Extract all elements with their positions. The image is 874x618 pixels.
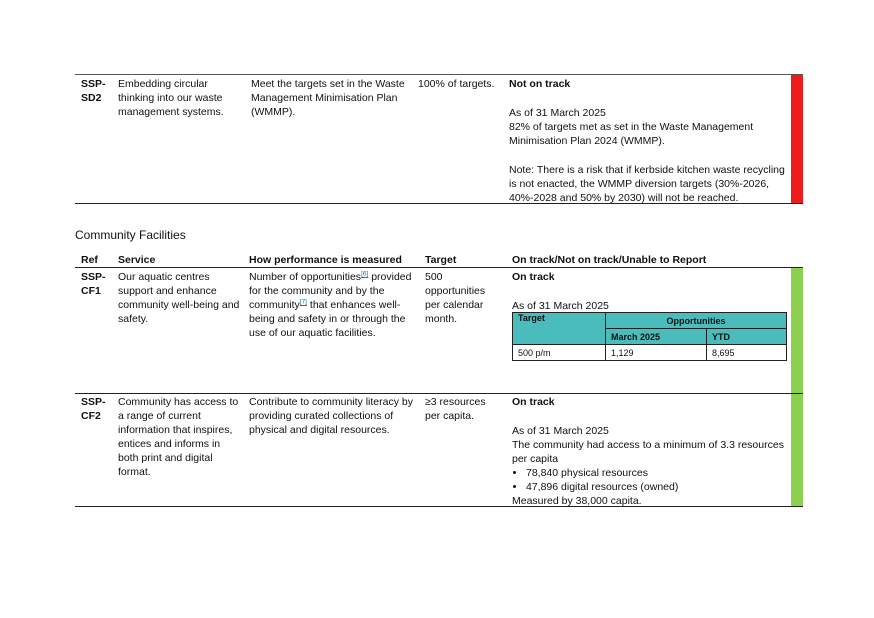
status-bar-not-on-track [791, 75, 803, 204]
target-cf1: 500 opportunities per calendar month. [425, 271, 486, 325]
resources-list: 78,840 physical resources 47,896 digital… [512, 466, 796, 494]
header-measure: How performance is measured [249, 254, 402, 266]
measure-cf1: Number of opportunities[6] provided for … [249, 270, 412, 339]
opportunities-table: Target Opportunities March 2025 YTD 500 … [512, 312, 787, 361]
header-ref: Ref [81, 254, 98, 266]
service-cf1: Our aquatic centres support and enhance … [118, 271, 240, 325]
row-bottom-border-cf2 [75, 506, 803, 507]
measure-cf2: Contribute to community literacy by prov… [249, 396, 413, 436]
opportunities-table-ytd-value: 8,695 [706, 344, 787, 361]
target-cf2: ≥3 resources per capita. [425, 396, 486, 422]
footnote-6-link[interactable]: [6] [361, 270, 369, 278]
header-service: Service [118, 254, 156, 266]
target-sd2: 100% of targets. [418, 78, 495, 90]
service-cf2: Community has access to a range of curre… [118, 396, 239, 478]
status-cf2: On track [512, 396, 555, 408]
as-of-cf2: As of 31 March 2025 [512, 425, 609, 437]
header-target: Target [425, 254, 457, 266]
header-bottom-border [75, 267, 803, 268]
opportunities-table-target-header: Target [512, 312, 606, 345]
opportunities-table-opportunities-header: Opportunities [605, 312, 787, 329]
service-sd2: Embedding circular thinking into our was… [118, 78, 224, 118]
list-item: 47,896 digital resources (owned) [526, 480, 796, 494]
row-top-border-sd2 [75, 74, 803, 75]
opportunities-table-ytd-header: YTD [706, 328, 787, 345]
note-sd2: Note: There is a risk that if kerbside k… [509, 164, 785, 204]
ref-sd2: SSP-SD2 [81, 78, 106, 104]
measure-sd2: Meet the targets set in the Waste Manage… [251, 78, 405, 118]
opportunities-table-target-value: 500 p/m [512, 344, 606, 361]
status-cf1: On track [512, 271, 555, 283]
as-of-cf1: As of 31 March 2025 [512, 300, 609, 312]
list-item: 78,840 physical resources [526, 466, 796, 480]
measured-cf2: Measured by 38,000 capita. [512, 495, 642, 507]
header-status: On track/Not on track/Unable to Report [512, 254, 707, 266]
status-sd2: Not on track [509, 78, 571, 90]
detail-cf2: The community had access to a minimum of… [512, 439, 784, 465]
footnote-7-link[interactable]: [7] [299, 298, 307, 306]
ref-cf1: SSP-CF1 [81, 271, 106, 297]
status-bar-on-track-cf1 [791, 268, 803, 393]
opportunities-table-month-value: 1,129 [605, 344, 707, 361]
as-of-sd2: As of 31 March 2025 [509, 107, 606, 119]
detail-sd2: 82% of targets met as set in the Waste M… [509, 121, 754, 147]
section-title: Community Facilities [75, 228, 186, 242]
status-bar-on-track-cf2 [791, 394, 803, 507]
row-bottom-border-cf1 [75, 393, 803, 394]
ref-cf2: SSP-CF2 [81, 396, 106, 422]
row-bottom-border-sd2 [75, 203, 803, 204]
opportunities-table-month-header: March 2025 [605, 328, 707, 345]
